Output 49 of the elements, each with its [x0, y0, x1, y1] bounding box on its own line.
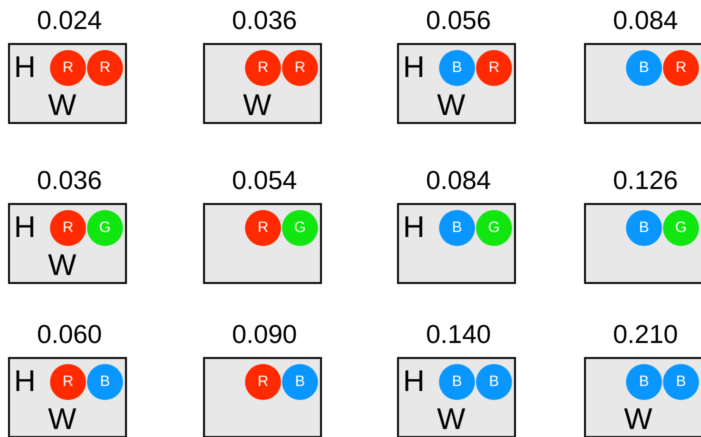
- value-label: 0.090: [230, 318, 298, 351]
- ball: R: [50, 50, 86, 86]
- value-label: 0.140: [424, 318, 492, 351]
- ball: G: [282, 210, 318, 246]
- value-label: 0.084: [612, 4, 680, 37]
- height-label: H: [403, 51, 425, 85]
- ball: B: [476, 364, 512, 400]
- ball: B: [439, 210, 475, 246]
- value-label: 0.084: [424, 164, 492, 197]
- value-label: 0.210: [612, 318, 680, 351]
- ball: R: [87, 50, 123, 86]
- ball: R: [282, 50, 318, 86]
- ball: B: [626, 50, 662, 86]
- width-label: W: [48, 89, 76, 123]
- ball: G: [663, 210, 699, 246]
- ball: G: [476, 210, 512, 246]
- ball: R: [50, 364, 86, 400]
- height-label: H: [14, 365, 36, 399]
- width-label: W: [243, 89, 272, 123]
- ball: B: [626, 364, 662, 400]
- value-label: 0.126: [612, 164, 680, 197]
- width-label: W: [437, 403, 466, 437]
- height-label: H: [14, 51, 36, 85]
- value-label: 0.056: [424, 4, 492, 37]
- value-label: 0.054: [230, 164, 298, 197]
- ball: R: [476, 50, 512, 86]
- height-label: H: [14, 211, 36, 245]
- value-label: 0.060: [36, 318, 104, 351]
- ball: R: [245, 210, 281, 246]
- ball: B: [626, 210, 662, 246]
- height-label: H: [403, 365, 425, 399]
- width-label: W: [48, 403, 76, 437]
- width-label: W: [624, 403, 652, 437]
- ball: R: [245, 50, 281, 86]
- value-label: 0.036: [230, 4, 298, 37]
- value-label: 0.024: [36, 4, 104, 37]
- width-label: W: [48, 249, 76, 283]
- ball: B: [439, 364, 475, 400]
- ball: R: [663, 50, 699, 86]
- width-label: W: [437, 89, 466, 123]
- ball: B: [439, 50, 475, 86]
- ball: B: [663, 364, 699, 400]
- height-label: H: [403, 211, 425, 245]
- value-label: 0.036: [36, 164, 104, 197]
- ball: R: [50, 210, 86, 246]
- ball: R: [245, 364, 281, 400]
- ball: B: [282, 364, 318, 400]
- ball: G: [87, 210, 123, 246]
- ball: B: [87, 364, 123, 400]
